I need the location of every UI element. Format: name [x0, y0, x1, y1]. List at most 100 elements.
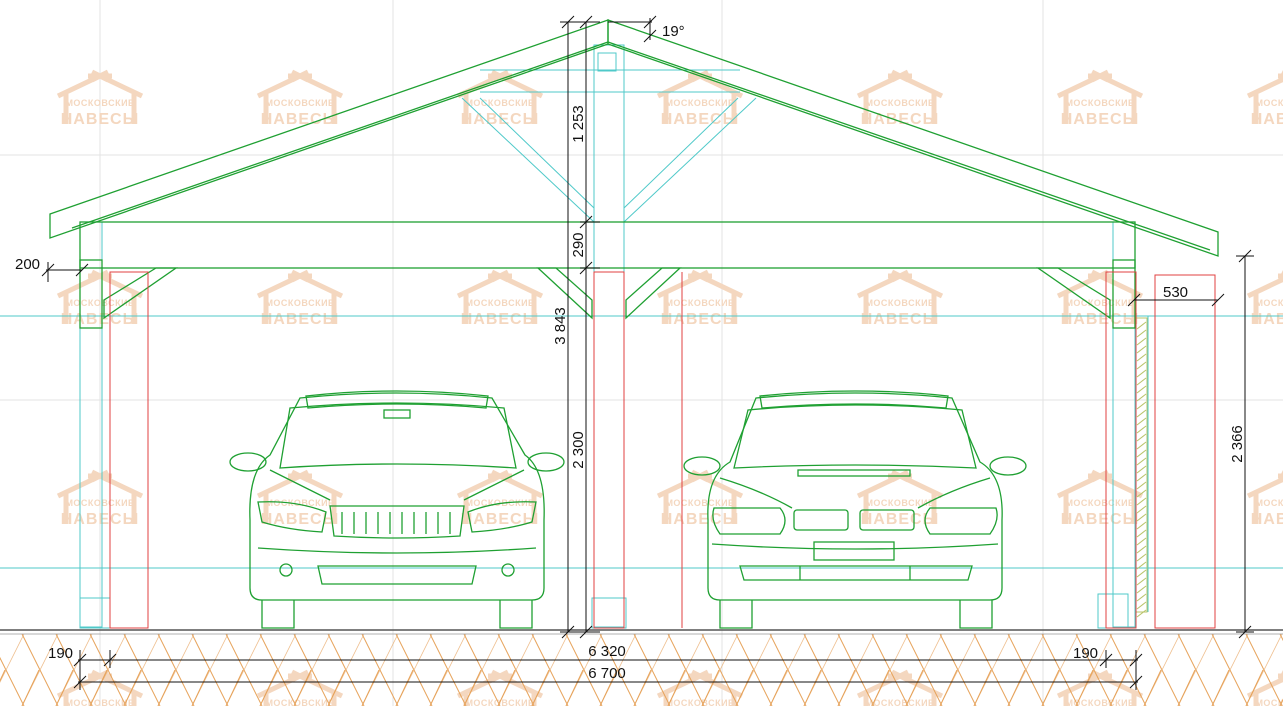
watermark-roof-icon — [856, 669, 944, 706]
car-right-front-view — [683, 390, 1027, 629]
ground-hatch-line — [1007, 633, 1045, 706]
side-wall-hatch-line — [1136, 353, 1147, 362]
side-wall-hatch-line — [1136, 425, 1147, 434]
ground-hatch-line — [1177, 633, 1215, 706]
side-wall-hatch-line — [1136, 441, 1147, 450]
ground-hatch-line — [0, 633, 25, 683]
side-wall-hatch-line — [1136, 473, 1147, 482]
inner-span-label: 6 320 — [588, 643, 626, 660]
side-wall-hatch-line — [1136, 329, 1147, 338]
ground-hatch-line — [123, 633, 161, 706]
side-wall-hatch-line — [1136, 585, 1147, 594]
watermark-line1: МОСКОВСКИЕ — [65, 698, 134, 706]
ground-hatch-line — [769, 633, 807, 706]
ground-hatch-line — [89, 633, 127, 706]
ground-hatch-line — [905, 633, 943, 706]
watermark-roof-icon — [56, 269, 144, 324]
ground-hatch-line — [0, 656, 25, 706]
watermark-roof-icon — [1246, 69, 1283, 124]
side-wall-hatch-line — [1136, 409, 1147, 418]
ground-hatch-line — [191, 633, 229, 706]
watermark-roof-icon — [656, 669, 744, 706]
watermark-line2: НАВЕСЫ — [861, 111, 940, 128]
ground-hatch-line — [1211, 633, 1249, 706]
column-sections — [109, 271, 1216, 629]
watermark-roof-icon — [256, 669, 344, 706]
side-wall-hatch-line — [1136, 361, 1147, 370]
watermark-line1: МОСКОВСКИЕ — [65, 98, 134, 108]
watermark-line1: МОСКОВСКИЕ — [265, 98, 334, 108]
ground-hatch-line — [327, 633, 365, 706]
side-wall-hatch-line — [1136, 489, 1147, 498]
watermark-line2: НАВЕСЫ — [261, 111, 340, 128]
watermark-roof-icon — [56, 69, 144, 124]
watermark-roof-icon — [1246, 269, 1283, 324]
dimension-labels: 19° 1 253 290 3 843 2 300 200 530 2 366 … — [15, 23, 1246, 682]
side-wall-hatch-line — [1136, 457, 1147, 466]
total-width-label: 6 700 — [588, 665, 626, 682]
ground-hatch-line — [157, 633, 195, 706]
watermark-line2: НАВЕСЫ — [261, 311, 340, 328]
ground-hatch — [0, 633, 1283, 706]
side-wall-hatch-line — [1136, 345, 1147, 354]
watermark-line2: НАВЕСЫ — [861, 511, 940, 528]
side-wall-hatch-line — [1136, 553, 1147, 562]
watermark-logo: МОСКОВСКИЕ НАВЕСЫ — [256, 469, 344, 528]
ground-hatch-line — [837, 633, 875, 706]
watermark-line2: НАВЕСЫ — [1251, 111, 1283, 128]
watermark-line2: НАВЕСЫ — [261, 511, 340, 528]
side-wall-hatch-line — [1136, 569, 1147, 578]
side-wall-hatch-line — [1136, 513, 1147, 522]
ground-hatch-line — [55, 633, 93, 706]
watermark-roof-icon — [456, 669, 544, 706]
side-wall-hatch-line — [1136, 521, 1147, 530]
watermark-line1: МОСКОВСКИЕ — [665, 98, 734, 108]
side-wall-hatch-line — [1136, 417, 1147, 426]
watermark-roof-icon — [256, 269, 344, 324]
roof-and-frame — [49, 19, 1219, 329]
ground-hatch-line — [463, 633, 501, 706]
watermark-roof-icon — [56, 669, 144, 706]
ground-hatch-line — [1245, 633, 1283, 706]
side-wall-hatch-line — [1136, 609, 1147, 618]
ground-hatch-line — [701, 633, 739, 706]
ground-hatch-line — [633, 633, 671, 706]
watermark-line1: МОСКОВСКИЕ — [1065, 498, 1134, 508]
watermark-roof-icon — [656, 469, 744, 524]
watermark-line2: НАВЕСЫ — [61, 511, 140, 528]
side-height-label: 2 366 — [1229, 425, 1246, 463]
watermark-line1: МОСКОВСКИЕ — [465, 298, 534, 308]
side-wall-hatch-line — [1136, 337, 1147, 346]
watermark-line1: МОСКОВСКИЕ — [1255, 98, 1283, 108]
watermark-line2: НАВЕСЫ — [1251, 311, 1283, 328]
watermark-line2: НАВЕСЫ — [861, 311, 940, 328]
watermark-line1: МОСКОВСКИЕ — [1065, 698, 1134, 706]
ground-hatch-line — [1041, 633, 1079, 706]
watermark-line2: НАВЕСЫ — [1061, 311, 1140, 328]
ground-hatch-line — [973, 633, 1011, 706]
ground-hatch-line — [939, 633, 977, 706]
ground-hatch-line — [21, 633, 59, 706]
watermark-logo: МОСКОВСКИЕ НАВЕСЫ — [1246, 69, 1283, 128]
watermark-line1: МОСКОВСКИЕ — [1255, 698, 1283, 706]
ground-hatch-line — [667, 633, 705, 706]
ground-hatch-line — [565, 633, 603, 706]
watermark-line1: МОСКОВСКИЕ — [865, 98, 934, 108]
watermark-line1: МОСКОВСКИЕ — [65, 298, 134, 308]
watermark-line2: НАВЕСЫ — [461, 111, 540, 128]
side-wall-hatch-line — [1136, 393, 1147, 402]
watermark-line1: МОСКОВСКИЕ — [265, 498, 334, 508]
